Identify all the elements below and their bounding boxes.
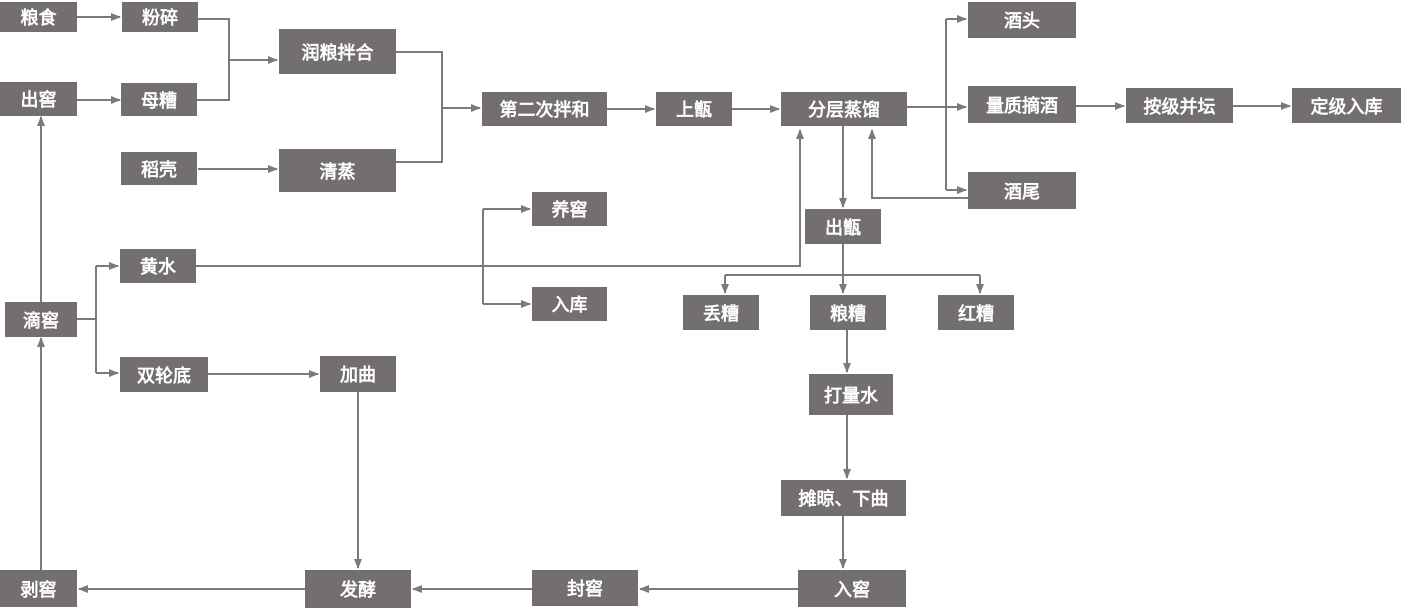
node-rujiao: 入窖 — [798, 570, 906, 607]
line-runliang-qingzheng — [396, 51, 443, 163]
node-ruku: 入库 — [532, 287, 607, 321]
node-qingzheng: 清蒸 — [279, 149, 396, 192]
arrow-jiuwei-fenceng — [868, 129, 968, 199]
line-fensui-muzao — [196, 18, 230, 101]
node-fengjiao: 封窖 — [532, 570, 638, 606]
node-hongzao: 红糟 — [938, 295, 1014, 330]
node-liangshi: 粮食 — [0, 2, 77, 32]
node-anji: 按级并坛 — [1126, 88, 1233, 123]
node-daliangshui: 打量水 — [809, 374, 893, 415]
node-liangzhi: 量质摘酒 — [968, 86, 1076, 123]
node-jiuwei: 酒尾 — [968, 172, 1076, 209]
node-bojiao: 剥窖 — [0, 570, 77, 607]
node-shangzeng: 上甑 — [656, 92, 732, 126]
node-muzao: 母糟 — [121, 83, 197, 116]
node-shuanglundi: 双轮底 — [120, 357, 208, 392]
node-fenceng: 分层蒸馏 — [781, 92, 907, 126]
node-dierci: 第二次拌和 — [482, 92, 607, 126]
node-huangshui: 黄水 — [120, 249, 196, 283]
node-dijiao: 滴窖 — [5, 302, 77, 337]
node-fajiao: 发酵 — [305, 570, 411, 608]
node-diuzao: 丢糟 — [683, 295, 759, 330]
node-fensui: 粉碎 — [122, 2, 198, 32]
node-yangjiao: 养窖 — [532, 192, 607, 226]
node-daoke: 稻壳 — [121, 152, 197, 185]
node-chuzeng: 出甑 — [805, 209, 881, 244]
node-runliang: 润粮拌合 — [279, 29, 396, 74]
node-dingji: 定级入库 — [1292, 88, 1401, 123]
node-jiutou: 酒头 — [968, 2, 1076, 38]
node-chujiao: 出窖 — [0, 82, 77, 116]
node-tanliang: 摊晾、下曲 — [781, 480, 906, 516]
node-jiaqu: 加曲 — [320, 356, 396, 392]
arrow-huangshui-fenceng — [196, 129, 804, 267]
node-liangzao: 粮糟 — [810, 295, 886, 330]
